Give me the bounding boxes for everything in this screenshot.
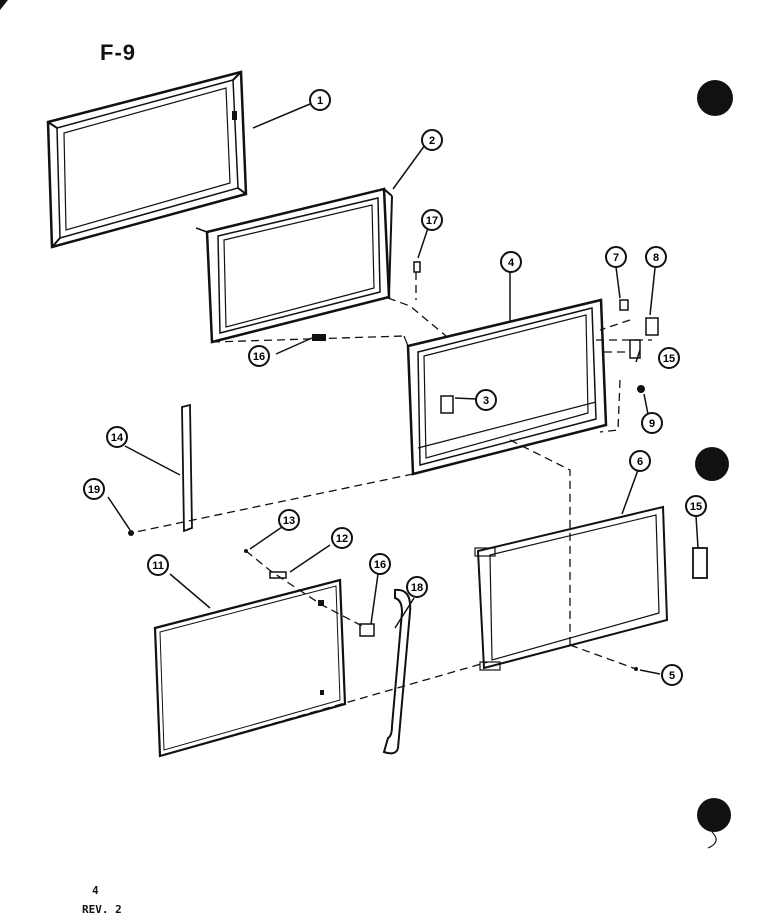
- callout-door-panel: 11: [147, 554, 169, 576]
- callout-number: 16: [253, 351, 265, 363]
- part-18-handle: [382, 588, 412, 755]
- binder-hole-middle: [695, 447, 729, 481]
- callout-latch-block: 15: [685, 495, 707, 517]
- callout-door-window-frame: 2: [421, 129, 443, 151]
- part-16-pin-shape: [312, 334, 326, 341]
- part-11-door-panel: [153, 578, 347, 758]
- callout-number: 18: [411, 582, 423, 594]
- part-14-seal-strip: [181, 403, 193, 533]
- part-6-choke-frame: [474, 505, 669, 671]
- callout-door-inner-frame: 4: [500, 251, 522, 273]
- figure-title: F-9: [100, 40, 136, 65]
- callout-number: 15: [663, 353, 675, 365]
- callout-number: 8: [653, 252, 659, 264]
- callout-number: 19: [88, 484, 100, 496]
- part-1-outer-frame: [46, 70, 248, 249]
- assembly-lines: [130, 272, 652, 757]
- leader-lines: [107, 103, 699, 675]
- callout-number: 6: [637, 456, 643, 468]
- callout-stopper: 3: [475, 389, 497, 411]
- callout-outer-door-frame: 1: [309, 89, 331, 111]
- binder-hole-bottom: [697, 798, 731, 832]
- callout-number: 4: [508, 257, 515, 269]
- corner-mark: [0, 0, 8, 10]
- callout-number: 5: [669, 670, 675, 682]
- callout-number: 11: [152, 560, 164, 572]
- callout-number: 9: [649, 418, 655, 430]
- callout-number: 14: [111, 432, 124, 444]
- callout-number: 15: [690, 501, 702, 513]
- callout-number: 2: [429, 135, 435, 147]
- callout-bubbles: 1 2 17 4 7 8 15 16 3 9 14 6 19 15 13 12 …: [83, 89, 707, 686]
- page-number: 4: [92, 884, 99, 897]
- callout-number: 12: [336, 533, 348, 545]
- part-17-screw-shape: [413, 261, 421, 273]
- callout-door-seal-strip: 14: [106, 426, 128, 448]
- part-7-spring-shape: [619, 299, 629, 311]
- callout-screw: 5: [661, 664, 683, 686]
- callout-screw: 13: [278, 509, 300, 531]
- callout-screw: 19: [83, 478, 105, 500]
- callout-number: 1: [317, 95, 323, 107]
- callout-number: 7: [613, 252, 619, 264]
- part-8-hook-shape: [645, 317, 659, 336]
- callout-hinge-pin: 16: [248, 345, 270, 367]
- callout-spring: 7: [605, 246, 627, 268]
- callout-number: 3: [483, 395, 489, 407]
- part-9-nut-shape: [637, 385, 645, 393]
- revision-label: REV. 2: [82, 903, 122, 916]
- callout-number: 16: [374, 559, 386, 571]
- part-4-inner-frame: [403, 298, 608, 476]
- callout-door-handle: 18: [406, 576, 428, 598]
- callout-handle-clip: 16: [369, 553, 391, 575]
- callout-number: 17: [426, 215, 438, 227]
- callout-screw: 17: [421, 209, 443, 231]
- callout-nut: 9: [641, 412, 663, 434]
- callout-hook: 8: [645, 246, 667, 268]
- part-2-window-frame: [195, 187, 393, 344]
- binder-hole-top: [697, 80, 733, 116]
- callout-choke-frame: 6: [629, 450, 651, 472]
- callout-number: 13: [283, 515, 295, 527]
- part-16-clip-shape: [359, 623, 375, 637]
- part-15-latch-shape: [692, 547, 708, 579]
- callout-bracket: 12: [331, 527, 353, 549]
- callout-latch-block: 15: [658, 347, 680, 369]
- hole-tear: [707, 831, 717, 849]
- part-12-bracket-shape: [269, 571, 287, 579]
